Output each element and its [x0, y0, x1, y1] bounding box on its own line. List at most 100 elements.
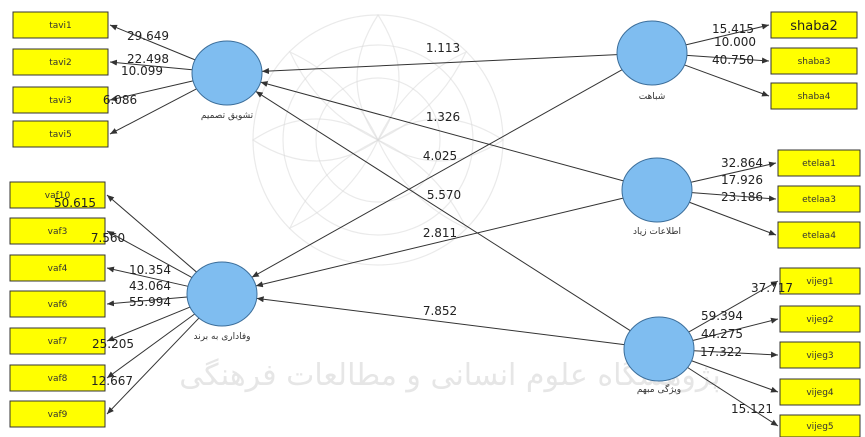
loading-arrow-etelaa3	[691, 192, 777, 202]
indicator-label-vijeg1: vijeg1	[806, 277, 833, 287]
loading-coefficient-tavi1: 29.649	[127, 29, 169, 43]
indicator-box-vaf8[interactable]	[9, 364, 106, 392]
indicator-box-etelaa3[interactable]	[777, 185, 861, 213]
indicator-box-tavi2[interactable]	[12, 48, 109, 76]
indicator-box-tavi3[interactable]	[12, 86, 109, 114]
loading-coefficient-shaba3: 10.000	[714, 35, 756, 49]
loading-arrow-vijeg4	[691, 360, 779, 393]
construct-node-vijegi[interactable]	[623, 316, 695, 382]
loading-coefficient-tavi2: 22.498	[127, 52, 169, 66]
indicator-box-etelaa1[interactable]	[777, 149, 861, 177]
indicator-label-tavi1: tavi1	[49, 21, 72, 31]
indicator-box-vijeg5[interactable]	[779, 414, 861, 437]
indicator-label-etelaa3: etelaa3	[802, 195, 836, 205]
path-arrow-vijegi-to-vafadari	[256, 296, 625, 346]
path-coefficient-ettelaat-to-tashvigh: 1.326	[426, 110, 460, 124]
loading-coefficient-vaf10: 50.615	[54, 196, 96, 210]
indicator-label-vaf9: vaf9	[48, 410, 68, 420]
construct-label-vijegi: ویژگی مبهم	[637, 383, 681, 395]
indicator-box-shaba4[interactable]	[770, 82, 858, 110]
loading-coefficient-vaf7: 55.994	[129, 295, 171, 309]
loading-arrow-vaf3	[106, 230, 193, 278]
indicator-label-tavi5: tavi5	[49, 130, 72, 140]
indicator-box-tavi5[interactable]	[12, 120, 109, 148]
indicator-box-shaba2[interactable]	[770, 11, 858, 39]
loading-coefficient-vaf8: 25.205	[92, 337, 134, 351]
indicator-label-vaf3: vaf3	[48, 227, 68, 237]
loading-coefficient-vijeg2: 59.394	[701, 309, 743, 323]
indicator-box-vaf4[interactable]	[9, 254, 106, 282]
loading-arrow-tavi2	[109, 59, 193, 71]
path-arrow-ettelaat-to-vafadari	[255, 197, 624, 288]
indicator-box-vijeg2[interactable]	[779, 305, 861, 333]
path-arrow-ettelaat-to-tashvigh	[260, 81, 624, 182]
loading-arrow-vaf8	[106, 313, 195, 379]
indicator-box-tavi1[interactable]	[12, 11, 109, 39]
loading-arrow-vaf9	[106, 317, 200, 415]
indicator-label-vaf8: vaf8	[48, 374, 68, 384]
indicator-label-vijeg4: vijeg4	[806, 388, 834, 398]
construct-node-shabahat[interactable]	[616, 20, 688, 86]
path-coefficient-shabahat-to-tashvigh: 1.113	[426, 41, 460, 55]
loading-arrow-etelaa4	[689, 201, 777, 236]
path-arrow-shabahat-to-vafadari	[251, 69, 623, 278]
loading-arrow-vijeg3	[693, 350, 779, 358]
indicator-label-tavi3: tavi3	[49, 96, 72, 106]
indicator-label-vaf6: vaf6	[48, 300, 68, 310]
path-arrow-vijegi-to-tashvigh	[255, 90, 631, 332]
loading-arrow-vaf7	[106, 306, 191, 342]
loading-coefficient-vaf4: 10.354	[129, 263, 171, 277]
loading-coefficient-shaba2: 15.415	[712, 22, 754, 36]
loading-arrow-tavi1	[109, 24, 196, 61]
indicator-box-shaba3[interactable]	[770, 47, 858, 75]
indicator-label-etelaa1: etelaa1	[802, 159, 836, 169]
construct-node-ettelaat[interactable]	[621, 157, 693, 223]
indicator-label-vijeg3: vijeg3	[806, 351, 833, 361]
loading-arrow-vaf4	[106, 266, 189, 287]
indicator-label-tavi2: tavi2	[49, 58, 72, 68]
construct-label-ettelaat: اطلاعات زیاد	[633, 227, 681, 237]
indicator-label-vijeg2: vijeg2	[806, 315, 833, 325]
loading-coefficient-vijeg5: 15.121	[731, 402, 773, 416]
path-coefficient-vijegi-to-vafadari: 7.852	[423, 304, 457, 318]
indicator-label-etelaa4: etelaa4	[802, 231, 836, 241]
loading-coefficient-etelaa3: 17.926	[721, 173, 763, 187]
indicator-box-etelaa4[interactable]	[777, 221, 861, 249]
loading-coefficient-etelaa1: 32.864	[721, 156, 763, 170]
construct-label-vafadari: وفاداری به برند	[193, 332, 250, 342]
loading-coefficient-tavi3: 10.099	[121, 64, 163, 78]
indicator-box-vijeg4[interactable]	[779, 378, 861, 406]
indicator-label-vaf7: vaf7	[48, 337, 68, 347]
loading-coefficient-tavi5: 6.086	[103, 93, 137, 107]
loading-arrow-vaf6	[106, 296, 188, 307]
indicator-label-shaba4: shaba4	[798, 92, 831, 102]
indicator-box-vijeg3[interactable]	[779, 341, 861, 369]
loading-coefficient-vijeg1: 37.717	[751, 281, 793, 295]
path-coefficient-vijegi-to-tashvigh: 5.570	[427, 188, 461, 202]
indicator-label-shaba2: shaba2	[790, 19, 837, 34]
indicator-box-vaf10[interactable]	[9, 181, 106, 209]
loading-coefficient-vaf9: 12.667	[91, 374, 133, 388]
indicator-box-vaf6[interactable]	[9, 290, 106, 318]
indicator-box-vaf3[interactable]	[9, 217, 106, 245]
loading-coefficient-vijeg4: 17.322	[700, 345, 742, 359]
loading-arrow-shaba4	[684, 64, 770, 97]
construct-node-vafadari[interactable]	[186, 261, 258, 327]
loading-coefficient-vaf3: 7.560	[91, 231, 125, 245]
loading-arrow-vijeg5	[687, 367, 779, 427]
indicator-box-vijeg1[interactable]	[779, 267, 861, 295]
indicator-box-vaf7[interactable]	[9, 327, 106, 355]
construct-node-tashvigh[interactable]	[191, 40, 263, 106]
indicator-box-vaf9[interactable]	[9, 400, 106, 428]
loading-coefficient-vaf6: 43.064	[129, 279, 171, 293]
path-coefficient-ettelaat-to-vafadari: 2.811	[423, 226, 457, 240]
loading-arrow-vijeg1	[688, 280, 779, 333]
construct-label-tashvigh: تشویق تصمیم	[201, 111, 254, 121]
path-coefficient-shabahat-to-vafadari: 4.025	[423, 149, 457, 163]
loading-arrow-shaba3	[686, 54, 770, 64]
indicator-label-vijeg5: vijeg5	[806, 422, 833, 432]
path-arrow-shabahat-to-tashvigh	[261, 54, 618, 75]
loading-coefficient-shaba4: 40.750	[712, 53, 754, 67]
indicator-label-vaf10: vaf10	[45, 191, 71, 201]
